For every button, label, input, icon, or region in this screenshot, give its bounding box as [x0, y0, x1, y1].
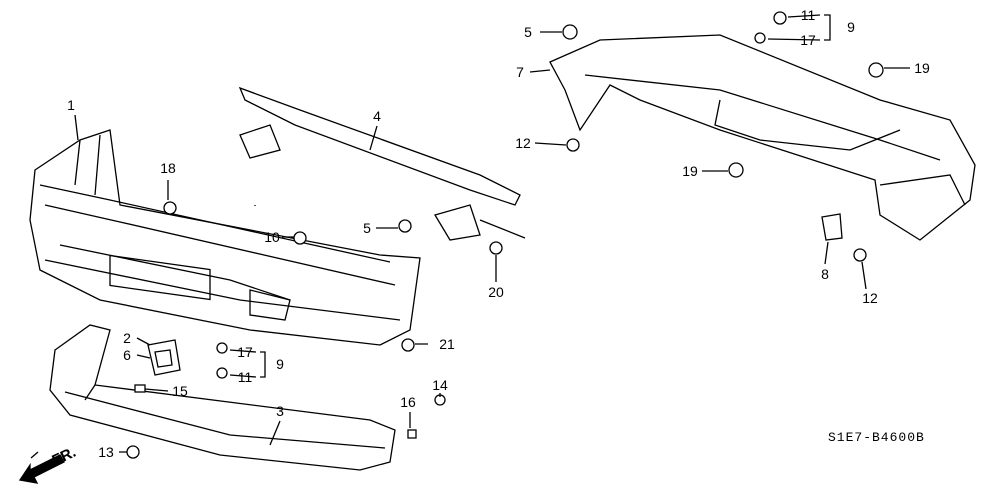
callout-17: 17	[237, 344, 253, 360]
callout-5-rear: 5	[524, 24, 532, 40]
callout-20: 20	[488, 284, 504, 300]
callout-5: 5	[363, 220, 371, 236]
callout-11: 11	[237, 369, 253, 385]
diagram-code: S1E7-B4600B	[828, 430, 925, 445]
callout-18: 18	[160, 160, 176, 176]
callout-7: 7	[516, 64, 524, 80]
fasteners	[126, 11, 884, 459]
front-arrow-icon	[18, 454, 65, 484]
callout-3: 3	[276, 403, 284, 419]
callout-16: 16	[400, 394, 416, 410]
callout-4: 4	[373, 108, 381, 124]
front-spoiler-part	[49, 324, 396, 471]
front-bumper-part	[29, 129, 421, 346]
leader-lines	[30, 14, 910, 459]
bumper-beam-part	[238, 86, 526, 241]
callout-6: 6	[123, 347, 131, 363]
callout-9-rear: 9	[847, 19, 855, 35]
callout-19-rear: 19	[914, 60, 930, 76]
callout-17-rear: 17	[800, 32, 816, 48]
callout-12: 12	[515, 135, 531, 151]
callout-8: 8	[821, 266, 829, 282]
callout-21: 21	[439, 336, 455, 352]
callout-12-rear: 12	[862, 290, 878, 306]
callout-1: 1	[67, 97, 75, 113]
rear-bumper-part	[549, 34, 976, 241]
callout-10: 10	[264, 229, 280, 245]
callout-19: 19	[682, 163, 698, 179]
callout-14: 14	[432, 377, 448, 393]
callout-2: 2	[123, 330, 131, 346]
callout-15: 15	[172, 383, 188, 399]
retainer-part	[821, 213, 843, 241]
callout-11-rear: 11	[800, 7, 816, 23]
callout-9: 9	[276, 356, 284, 372]
fog-cover-part	[147, 339, 181, 376]
callout-13: 13	[98, 444, 114, 460]
